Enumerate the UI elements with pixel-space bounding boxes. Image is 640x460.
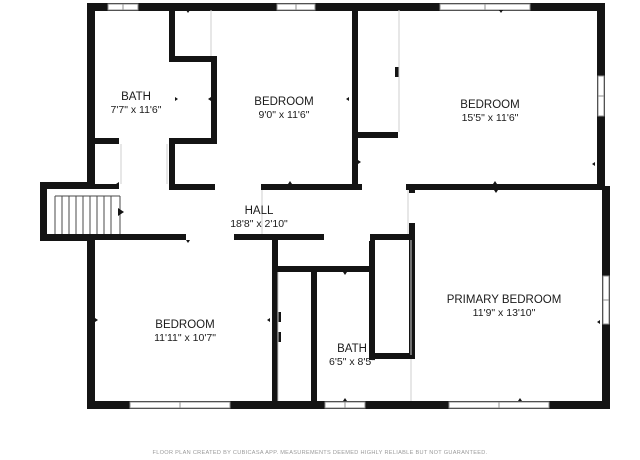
door-bedroom-top-right xyxy=(362,183,406,191)
wall-exterior-top xyxy=(87,3,605,11)
wall-bath-top xyxy=(272,266,375,272)
door-gaps xyxy=(119,183,416,241)
wall-stair-top xyxy=(40,182,95,189)
wall-bath-ledge-lower xyxy=(169,138,217,144)
room-dims-bedroom-top-mid: 9'0" x 11'6" xyxy=(259,109,310,121)
room-label-bath-bottom: BATH xyxy=(337,343,367,355)
room-dims-bedroom-bottom-left: 11'11" x 10'7" xyxy=(154,332,216,344)
wall-top-row-bottom-right xyxy=(360,184,605,190)
wall-hall-bottom-right xyxy=(368,234,415,240)
wall-bath-closet xyxy=(95,138,119,144)
wall-bedroom-divider xyxy=(352,10,358,190)
room-label-bedroom-bottom-left: BEDROOM xyxy=(155,319,214,331)
door-bath-top xyxy=(119,183,169,191)
wall-bedroom-bath-divider xyxy=(272,234,278,409)
door-bedroom-top-mid xyxy=(215,183,261,191)
room-labels: BATH 7'7" x 11'6" BEDROOM 9'0" x 11'6" B… xyxy=(111,91,562,368)
wall-bath-bedroom-lower xyxy=(169,138,175,190)
wall-primary-left-lower xyxy=(409,234,415,359)
walls xyxy=(40,3,610,409)
wall-stair-left xyxy=(40,182,47,241)
wall-bath-ledge-upper xyxy=(169,56,217,62)
door-hall-closet xyxy=(326,233,370,241)
stair-arrow-icon xyxy=(118,208,124,216)
room-dims-hall: 18'8" x 2'10" xyxy=(230,218,288,230)
door-primary xyxy=(408,193,416,223)
wall-bath-right xyxy=(369,240,375,360)
wall-exterior-left-lower xyxy=(87,234,95,409)
wall-closet-post xyxy=(395,67,399,77)
wall-stair-bottom xyxy=(40,234,95,241)
wall-exterior-left-upper xyxy=(87,3,95,190)
door-jamb-lines xyxy=(120,10,412,401)
wall-closet-shelf xyxy=(352,132,398,138)
room-dims-bath-top: 7'7" x 11'6" xyxy=(111,104,162,116)
room-dims-primary-bedroom: 11'9" x 13'10" xyxy=(473,307,536,319)
window-mullions xyxy=(122,4,609,408)
wall-tick-markers xyxy=(95,10,600,401)
wall-bath-bedroom-upper xyxy=(169,10,175,62)
wall-bath-left xyxy=(311,266,317,409)
room-label-bath-top: BATH xyxy=(121,91,151,103)
stairs xyxy=(47,189,121,234)
door-bedroom-bottom-left xyxy=(186,233,234,241)
room-label-primary-bedroom: PRIMARY BEDROOM xyxy=(447,294,562,306)
wall-bath-bedroom-mid xyxy=(211,56,217,144)
room-label-hall: HALL xyxy=(245,205,274,217)
room-dims-bedroom-top-right: 15'5" x 11'6" xyxy=(462,112,519,124)
room-dims-bath-bottom: 6'5" x 8'5" xyxy=(329,356,375,368)
room-label-bedroom-top-right: BEDROOM xyxy=(460,99,519,111)
room-label-bedroom-top-mid: BEDROOM xyxy=(254,96,313,108)
wall-closet-bottom xyxy=(369,353,415,359)
footer-disclaimer: FLOOR PLAN CREATED BY CUBICASA APP. MEAS… xyxy=(153,450,488,456)
